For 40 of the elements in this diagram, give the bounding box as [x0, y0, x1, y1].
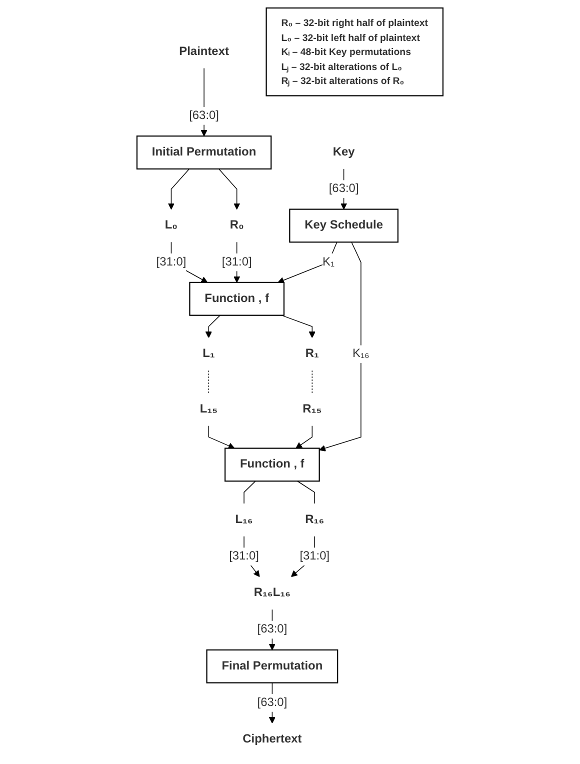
- node-text: Plaintext: [179, 45, 229, 58]
- connector: [312, 370, 313, 394]
- connector: [297, 480, 316, 504]
- arrow: [168, 168, 190, 210]
- connector: [208, 370, 210, 394]
- node-box: R₀ – 32-bit right half of plaintext L₀ – 32-bit left half of plaintext Kᵢ – 48-bit Key permutations Lⱼ – 32-bit alterations of L₀ Rⱼ – 32-bit alterations of R₀: [266, 7, 444, 96]
- edge-label: [63:0]: [189, 109, 220, 122]
- node-box: Function , f: [189, 282, 285, 316]
- edge-label: [63:0]: [257, 623, 288, 636]
- node-text: Key: [332, 146, 355, 158]
- edge-label: [31:0]: [222, 256, 252, 268]
- arrow: [319, 242, 362, 452]
- arrow: [281, 314, 316, 338]
- node-text: R₁₅: [302, 402, 322, 416]
- node-text: L₁₆: [235, 513, 253, 526]
- node-text: R₀: [230, 218, 244, 232]
- node-box: Final Permutation: [206, 649, 338, 684]
- node-box: Key Schedule: [289, 208, 399, 243]
- arrow: [218, 168, 240, 210]
- arrow: [278, 242, 338, 284]
- node-box: Function , f: [224, 448, 320, 482]
- node-text: R₁₆L₁₆: [254, 586, 291, 600]
- edge-label: [63:0]: [257, 696, 288, 709]
- arrow: [208, 426, 235, 449]
- node-text: Ciphertext: [242, 732, 302, 746]
- edge-label: [31:0]: [156, 256, 186, 268]
- node-text: L₀: [164, 218, 178, 232]
- connector: [244, 480, 256, 504]
- arrow: [296, 426, 313, 449]
- node-box: Initial Permutation: [136, 136, 272, 170]
- node-text: R₁: [305, 347, 319, 360]
- arrow: [205, 314, 221, 338]
- edge-label: [63:0]: [328, 182, 359, 196]
- edge-label: [31:0]: [229, 550, 260, 563]
- edge-label: K₁: [322, 256, 335, 268]
- node-text: L₁₅: [200, 402, 218, 416]
- node-text: L₁: [202, 347, 215, 360]
- edge-label: K₁₆: [352, 347, 370, 360]
- node-text: R₁₆: [305, 513, 324, 526]
- edge-label: [31:0]: [300, 550, 330, 563]
